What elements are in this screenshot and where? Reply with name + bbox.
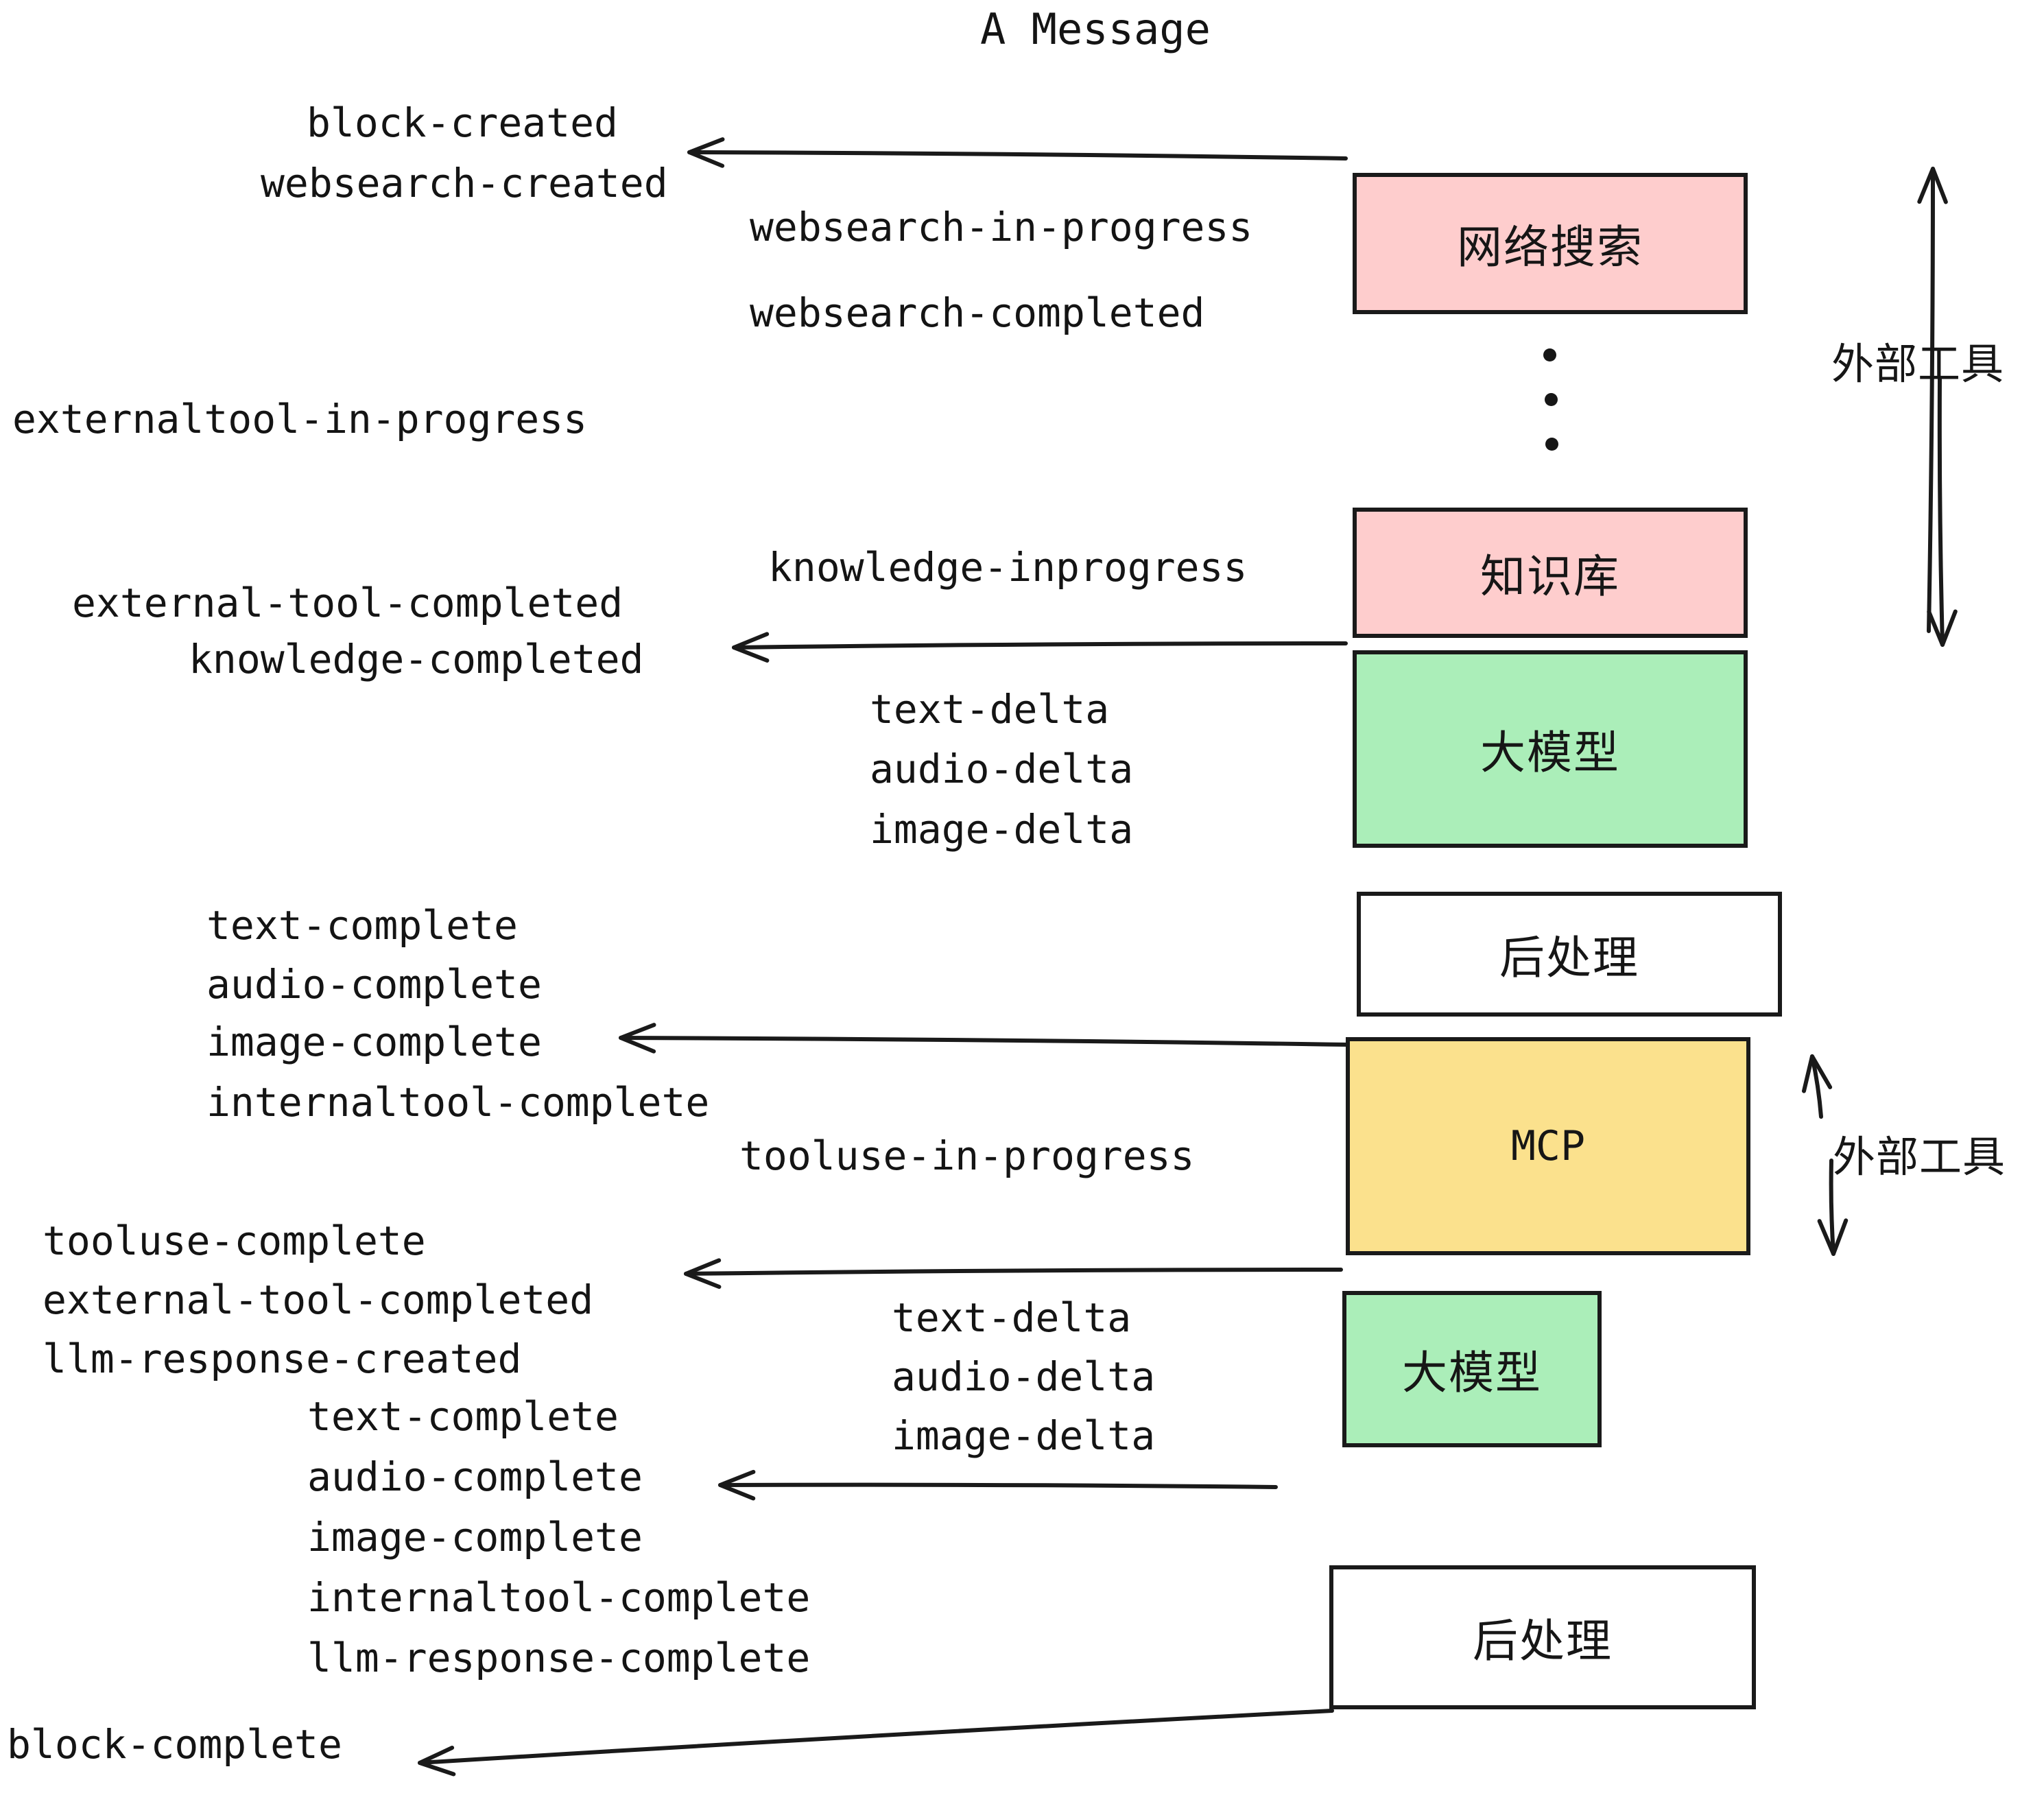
node-post-bottom[interactable]: 后处理	[1329, 1565, 1756, 1709]
event-label-audio-complete-2: audio-complete	[307, 1453, 643, 1500]
node-llm-top[interactable]: 大模型	[1353, 650, 1748, 848]
event-label-text-delta-1: text-delta	[870, 686, 1110, 733]
event-label-block-created: block-created	[307, 99, 618, 146]
connector-block-complete-arrow	[418, 1709, 1334, 1777]
event-label-image-complete-2: image-complete	[307, 1514, 643, 1560]
event-label-internaltool-complete-2: internaltool-complete	[307, 1574, 811, 1621]
event-label-text-complete-1: text-complete	[206, 902, 518, 949]
connector-block-created-arrow	[687, 137, 1348, 168]
ellipsis-dot-1	[1543, 348, 1556, 361]
event-label-knowledge-completed: knowledge-completed	[189, 636, 644, 683]
event-label-external-tool-completed-1: external-tool-completed	[72, 580, 623, 626]
event-label-tooluse-complete: tooluse-complete	[43, 1218, 426, 1264]
event-label-text-complete-2: text-complete	[307, 1393, 619, 1440]
event-label-llm-response-created: llm-response-created	[43, 1336, 522, 1382]
event-label-image-delta-1: image-delta	[870, 806, 1134, 853]
event-label-audio-complete-1: audio-complete	[206, 961, 542, 1008]
node-label: 大模型	[1480, 726, 1620, 779]
node-websearch[interactable]: 网络搜索	[1353, 173, 1748, 314]
node-mcp[interactable]: MCP	[1346, 1037, 1750, 1255]
event-label-websearch-created: websearch-created	[261, 160, 668, 206]
connector-external-tools-up-2	[1801, 1054, 1833, 1119]
event-label-audio-delta-1: audio-delta	[870, 746, 1134, 792]
event-label-knowledge-inprogress: knowledge-inprogress	[768, 544, 1248, 591]
node-label: 大模型	[1402, 1346, 1542, 1399]
event-label-block-complete: block-complete	[7, 1721, 342, 1768]
node-knowledge[interactable]: 知识库	[1353, 508, 1748, 638]
node-label: MCP	[1510, 1122, 1586, 1170]
connector-knowledge-done-arrow	[732, 632, 1348, 663]
event-label-title: A Message	[980, 4, 1211, 54]
node-llm-bottom[interactable]: 大模型	[1342, 1291, 1602, 1447]
connector-external-tools-up-1	[1917, 167, 1948, 633]
node-label: 后处理	[1473, 1615, 1613, 1667]
event-label-image-delta-2: image-delta	[892, 1412, 1156, 1459]
event-label-websearch-completed: websearch-completed	[750, 289, 1205, 336]
event-label-internaltool-complete-1: internaltool-complete	[206, 1079, 710, 1126]
connector-image-complete-arrow	[619, 1023, 1352, 1054]
event-label-audio-delta-2: audio-delta	[892, 1353, 1156, 1400]
event-label-external-tool-completed-2: external-tool-completed	[43, 1277, 594, 1323]
ellipsis-dot-2	[1545, 393, 1558, 406]
event-label-tooluse-in-progress: tooluse-in-progress	[739, 1132, 1195, 1179]
event-label-websearch-in-progress: websearch-in-progress	[750, 204, 1253, 250]
node-label: 网络搜索	[1457, 221, 1643, 274]
connector-audio-complete-arrow	[718, 1469, 1278, 1501]
event-label-image-complete-1: image-complete	[206, 1019, 542, 1065]
side-label-external-tools-top: 外部工具	[1831, 339, 2005, 389]
node-label: 后处理	[1499, 931, 1639, 984]
event-label-text-delta-2: text-delta	[892, 1294, 1132, 1341]
event-label-externaltool-in-progress: externaltool-in-progress	[12, 396, 588, 442]
connector-external-tools-down-1	[1927, 377, 1958, 647]
connector-tooluse-done-arrow	[684, 1258, 1343, 1289]
side-label-external-tools-bottom: 外部工具	[1833, 1132, 2006, 1182]
ellipsis-dot-3	[1545, 438, 1558, 451]
event-label-llm-response-complete: llm-response-complete	[307, 1635, 811, 1681]
node-post-top[interactable]: 后处理	[1357, 892, 1782, 1017]
node-label: 知识库	[1480, 550, 1620, 603]
